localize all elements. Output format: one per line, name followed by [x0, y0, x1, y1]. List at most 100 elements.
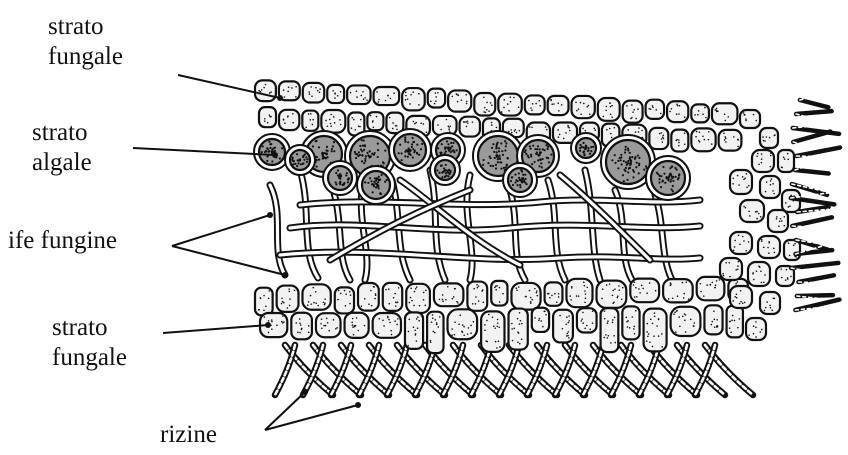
algal-stipple [624, 149, 626, 151]
lower-cortex-cell-stipple [340, 293, 342, 295]
algal-stipple [438, 172, 440, 174]
lower-cortex-cell-stipple [565, 324, 567, 326]
upper-cortex-cell-stipple [513, 97, 515, 99]
lower-cortex-cell-stipple [268, 332, 270, 334]
upper-cortex-cell-stipple [519, 130, 521, 132]
upper-cortex-cell-stipple [284, 96, 286, 98]
lower-cortex-cell-stipple [601, 298, 603, 300]
algal-stipple [505, 142, 507, 144]
tip-cell-stipple [787, 159, 789, 161]
lower-cortex-cell-stipple [714, 319, 716, 321]
lower-cortex-cell-stipple [463, 334, 465, 336]
lower-cortex-cell-stipple [323, 301, 325, 303]
tip-cell-stipple [785, 202, 787, 204]
lower-cortex-cell-stipple [612, 319, 614, 321]
algal-stipple [506, 157, 508, 159]
lower-cortex-cell-stipple [462, 324, 464, 326]
lower-cortex-cell-stipple [737, 281, 739, 283]
upper-cortex-cell-stipple [466, 103, 468, 105]
tip-cell-stipple [771, 178, 773, 180]
tip-cell-stipple [744, 302, 746, 304]
algal-stipple [583, 151, 585, 153]
upper-cortex-cell-stipple [420, 122, 422, 124]
algal-stipple [372, 191, 374, 193]
tip-cell-stipple [748, 241, 750, 243]
lower-cortex-cell-stipple [559, 315, 561, 317]
lower-cortex-cell-stipple [538, 320, 540, 322]
lower-cortex-cell-stipple [525, 296, 527, 298]
label-lower-fungal-line1: strato [52, 313, 127, 343]
lower-cortex-cell-stipple [711, 282, 713, 284]
upper-cortex-cell-stipple [355, 129, 357, 131]
upper-cortex-cell-stipple [287, 91, 289, 93]
lower-cortex-cell-stipple [729, 321, 731, 323]
tip-cell-stipple [765, 191, 767, 193]
algal-stipple [451, 145, 453, 147]
upper-cortex-cell-stipple [359, 126, 361, 128]
upper-cortex-cell-stipple [614, 127, 616, 129]
upper-cortex-cell-stipple [582, 128, 584, 130]
algal-stipple [376, 185, 378, 187]
algal-stipple [364, 158, 366, 160]
algal-stipple [355, 157, 357, 159]
lower-cortex-cell-stipple [520, 320, 522, 322]
lower-cortex-cell-stipple [394, 293, 396, 295]
algal-stipple [620, 156, 622, 158]
lower-cortex-cell-stipple [307, 304, 309, 306]
upper-cortex-cell-stipple [362, 91, 364, 93]
lower-cortex-cell-stipple [499, 287, 501, 289]
tip-cell-stipple [755, 336, 757, 338]
algal-stipple [662, 166, 664, 168]
algal-stipple [373, 185, 375, 187]
algal-stipple [331, 150, 333, 152]
algal-stipple [590, 146, 592, 148]
algal-stipple [411, 146, 413, 148]
lower-cortex-cell-stipple [320, 323, 322, 325]
upper-cortex-cell-stipple [396, 125, 398, 127]
lower-cortex-cell-stipple [672, 297, 674, 299]
upper-cortex-cell [548, 96, 569, 115]
label-upper-fungal-layer: strato fungale [48, 12, 123, 72]
tip-cell-stipple [753, 114, 755, 116]
algal-stipple [449, 147, 451, 149]
lower-cortex-cell-stipple [434, 319, 436, 321]
lower-cortex-cell-stipple [633, 328, 635, 330]
tip-cell-stipple [779, 221, 781, 223]
upper-cortex-cell-stipple [363, 98, 365, 100]
lower-cortex-cell-stipple [289, 298, 291, 300]
upper-cortex-cell-stipple [418, 93, 420, 95]
tip-cell-stipple [766, 181, 768, 183]
lower-cortex-cell-stipple [433, 331, 435, 333]
label-lower-fungal-layer: strato fungale [52, 313, 127, 373]
upper-cortex-cell-stipple [578, 108, 580, 110]
tip-cell-stipple [756, 270, 758, 272]
tip-cell-stipple [764, 274, 766, 276]
algal-stipple [541, 166, 543, 168]
lower-cortex-cell-stipple [592, 310, 594, 312]
upper-cortex-cell-stipple [546, 129, 548, 131]
upper-cortex-cell-stipple [699, 131, 701, 133]
lower-cortex-cell-stipple [517, 331, 519, 333]
algal-stipple [337, 174, 339, 176]
algal-stipple [536, 151, 538, 153]
upper-cortex-cell-stipple [319, 91, 321, 93]
upper-cortex-cell-stipple [414, 123, 416, 125]
lower-cortex-cell-stipple [618, 285, 620, 287]
algal-stipple [670, 188, 672, 190]
upper-cortex-cell-stipple [609, 128, 611, 130]
tip-cell [740, 200, 764, 222]
upper-cortex-cell-stipple [702, 113, 704, 115]
tip-filament [800, 100, 829, 107]
algal-stipple [291, 159, 293, 161]
lower-cortex-cell-stipple [606, 337, 608, 339]
upper-cortex-cell-stipple [580, 113, 582, 115]
lower-cortex-cell [601, 308, 619, 352]
algal-stipple [412, 156, 414, 158]
tip-cell-stipple [761, 240, 763, 242]
upper-cortex-cell-stipple [703, 139, 705, 141]
lower-cortex-cell-stipple [635, 287, 637, 289]
lower-cortex-cell-stipple [517, 341, 519, 343]
upper-cortex-cell-stipple [456, 93, 458, 95]
lower-cortex-cell-stipple [613, 301, 615, 303]
